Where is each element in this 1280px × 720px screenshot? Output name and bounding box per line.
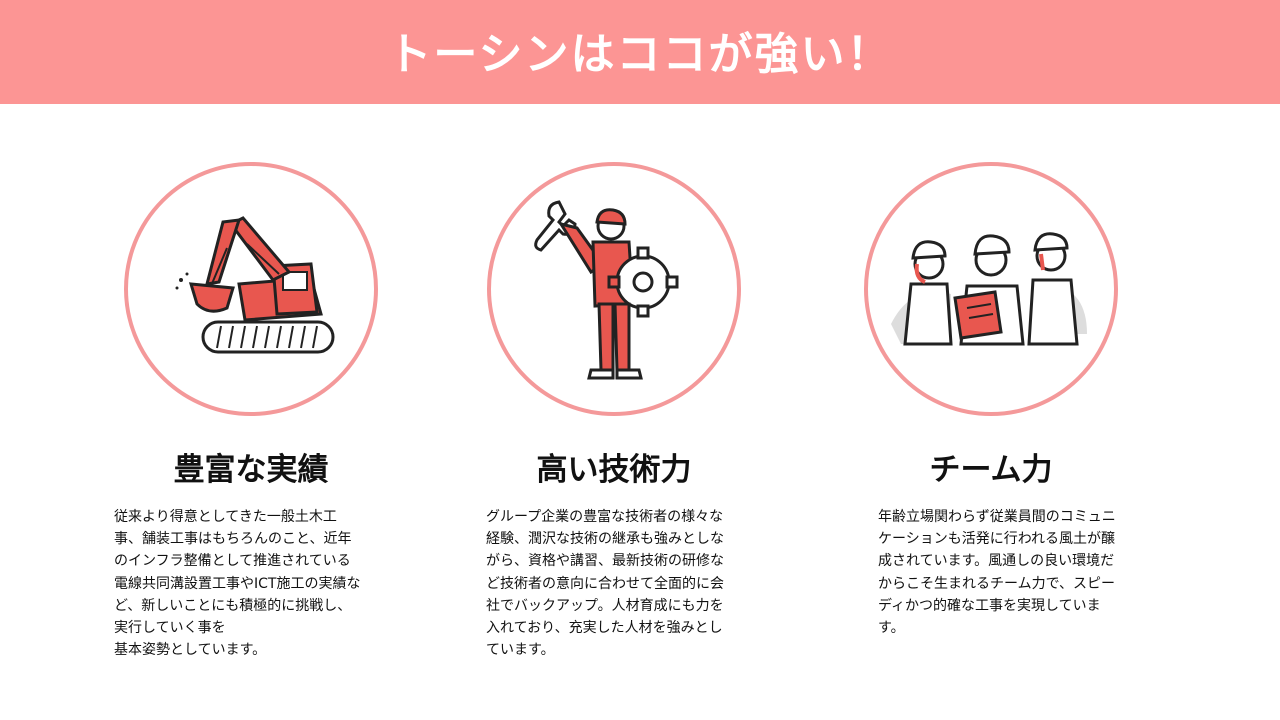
excavator-icon [175,216,335,354]
team-workers-icon [891,232,1087,346]
feature-body-3: 年齢立場関わらず従業員間のコミュニ ケーションも活発に行われる風土が醸 成されて… [878,509,1116,637]
feature-heading-2: 高い技術力 [536,452,692,488]
header-banner: トーシンはココが強い！ [0,0,1280,104]
page-title: トーシンはココが強い！ [387,29,893,80]
feature-body-1: 従来より得意としてきた一般土木工 事、舗装工事はもちろんのこと、近年 のインフラ… [114,509,361,659]
feature-icon-circle-2 [487,162,741,416]
worker-with-wrench-icon [534,200,679,380]
feature-heading-3: チーム力 [929,452,1053,488]
feature-body-2: グループ企業の豊富な技術者の様々な 経験、潤沢な技術の継承も強みとしな がら、資… [486,509,724,659]
feature-heading-1: 豊富な実績 [173,452,329,488]
feature-icon-circle-3 [864,162,1118,416]
feature-icon-circle-1 [124,162,378,416]
